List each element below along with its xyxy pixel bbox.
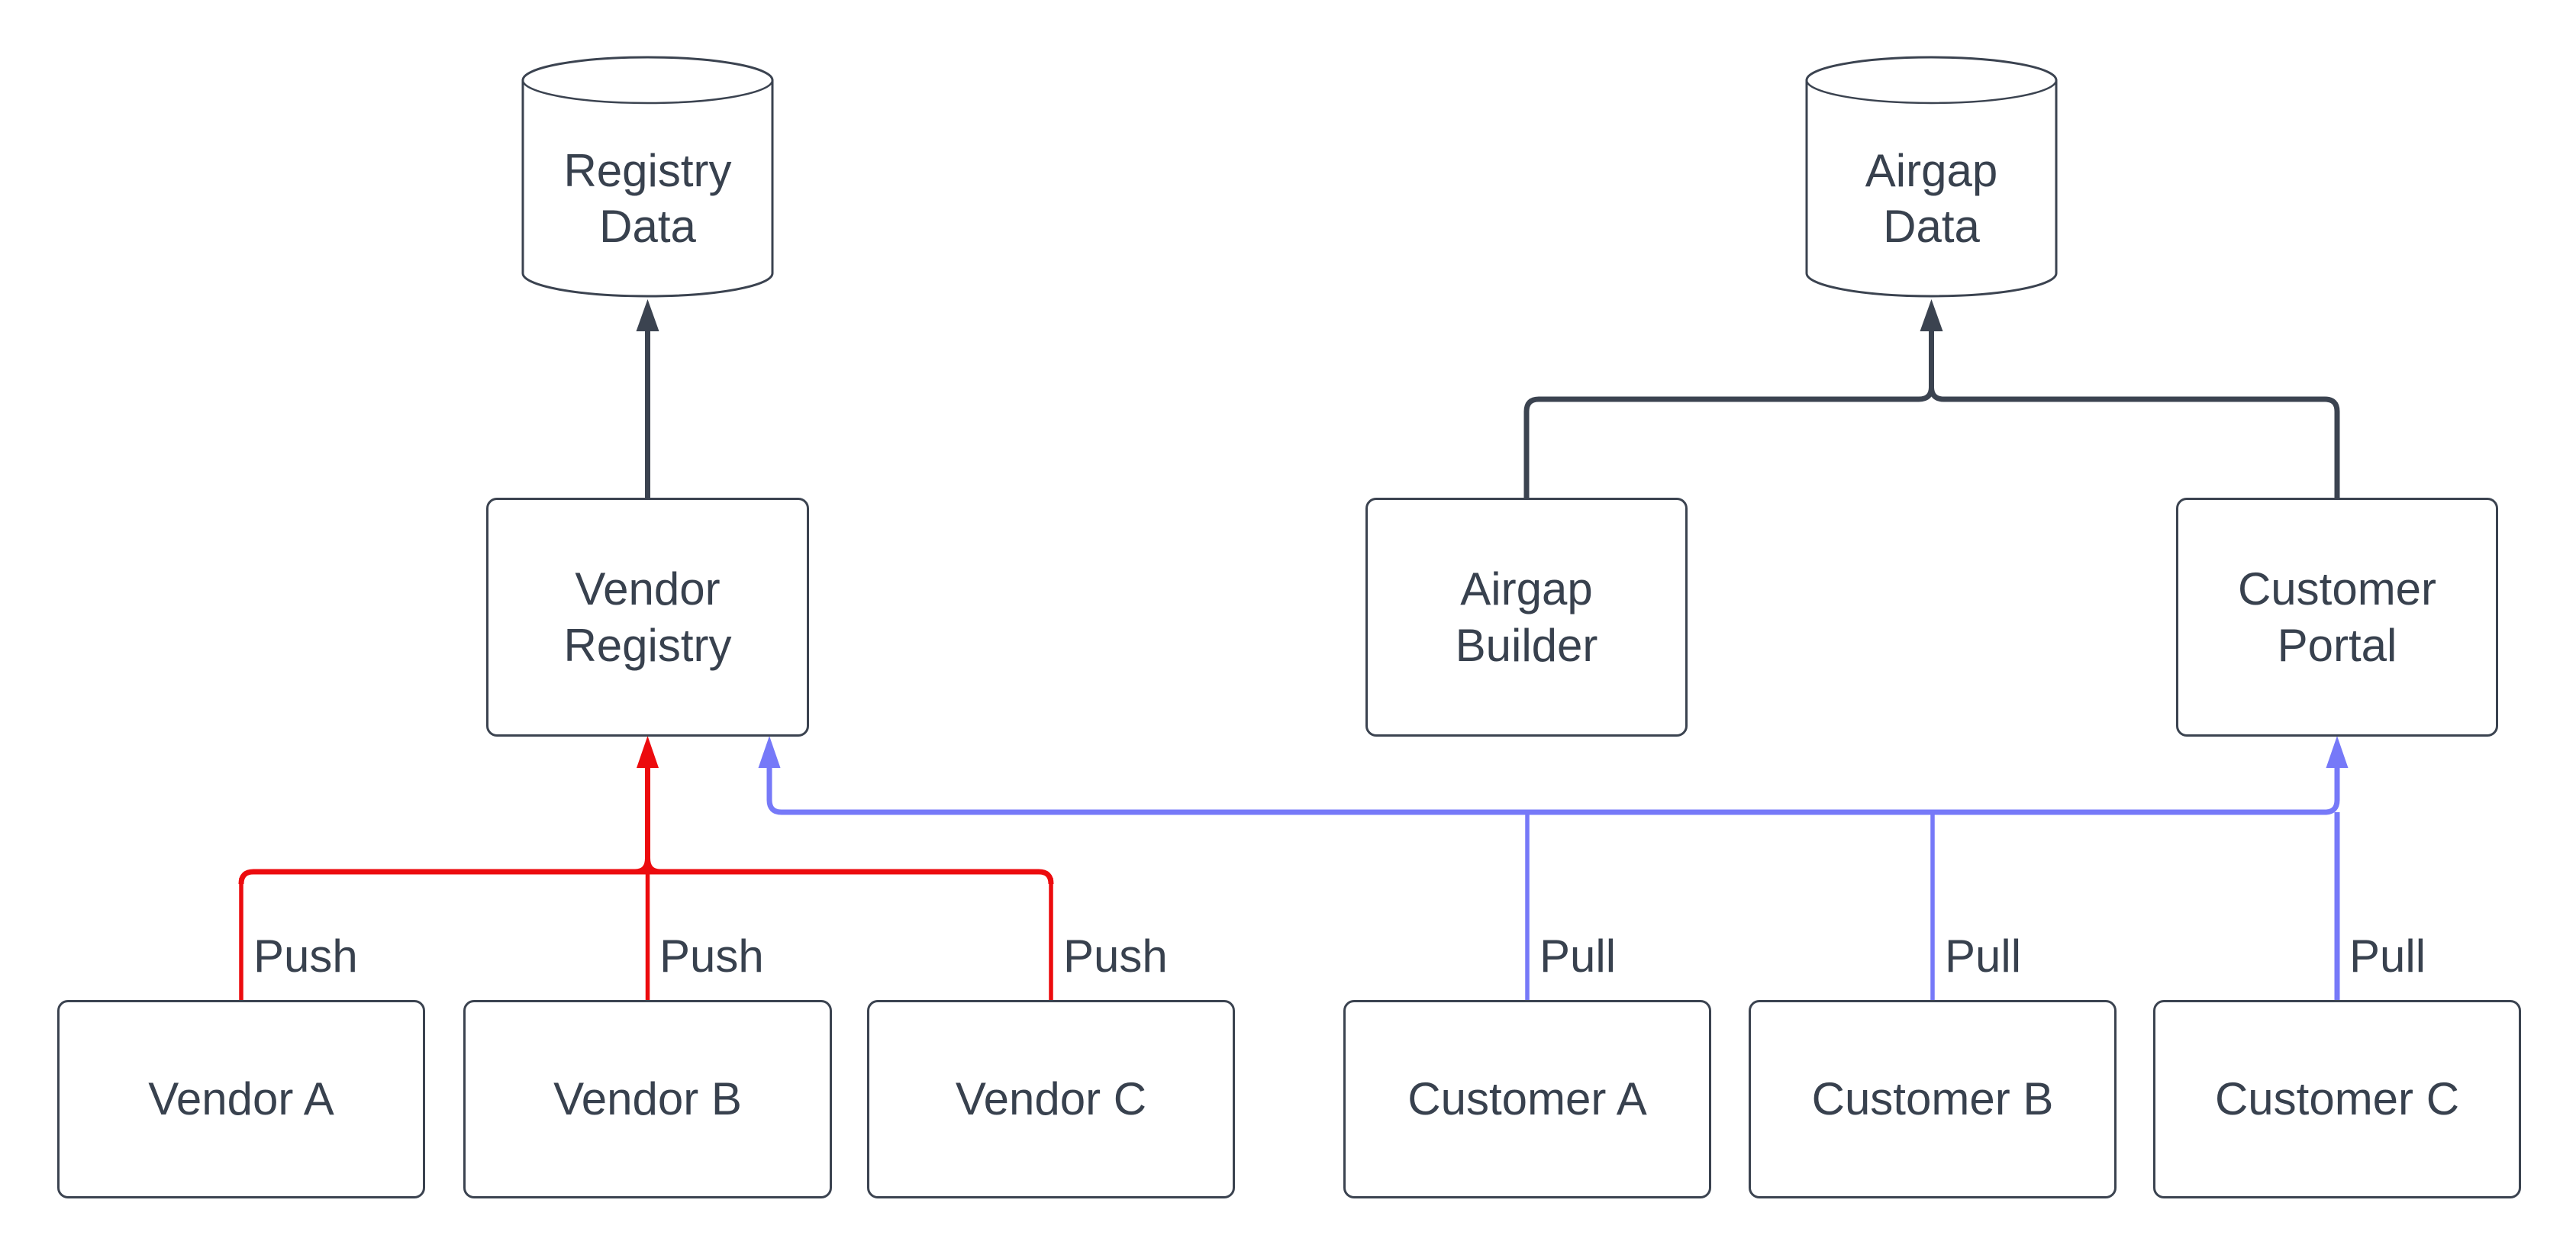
edge-label-pull-customer-b: Pull	[1945, 931, 2022, 982]
node-vendor-b: Vendor B	[463, 1000, 832, 1198]
edge-label-pull-customer-a: Pull	[1539, 931, 1617, 982]
arrowhead-registry-data	[636, 299, 659, 331]
node-vendor-a: Vendor A	[57, 1000, 425, 1198]
arrowhead-pull-vendor-registry	[758, 736, 781, 768]
database-airgap-data-rim	[1805, 79, 2058, 105]
edge-label-push-vendor-a: Push	[253, 931, 358, 982]
database-airgap-data-shape	[1805, 56, 2058, 298]
node-vendor-registry: Vendor Registry	[486, 498, 809, 737]
node-vendor-c: Vendor C	[867, 1000, 1235, 1198]
arrowhead-pull-customer-portal	[2326, 736, 2349, 768]
edge-airgap-builder-to-airgap-data	[1523, 328, 1934, 498]
node-airgap-data-label: Airgap Data	[1865, 144, 1998, 252]
database-registry-data-rim	[521, 79, 774, 105]
node-customer-c: Customer C	[2153, 1000, 2521, 1198]
node-airgap-builder: Airgap Builder	[1365, 498, 1688, 737]
arrowhead-push-vendor-registry	[637, 736, 659, 768]
edge-label-push-vendor-c: Push	[1063, 931, 1168, 982]
node-customer-b: Customer B	[1749, 1000, 2117, 1198]
node-customer-portal: Customer Portal	[2176, 498, 2498, 737]
edge-customer-portal-to-airgap-data	[1929, 386, 2340, 498]
arrowhead-airgap-data	[1920, 299, 1943, 331]
node-customer-a: Customer A	[1343, 1000, 1711, 1198]
node-registry-data-label: Registry Data	[563, 144, 732, 252]
database-registry-data-shape	[521, 56, 774, 298]
edge-label-pull-customer-c: Pull	[2349, 931, 2426, 982]
edge-pull-trunk	[766, 765, 2340, 815]
edge-label-push-vendor-b: Push	[659, 931, 764, 982]
